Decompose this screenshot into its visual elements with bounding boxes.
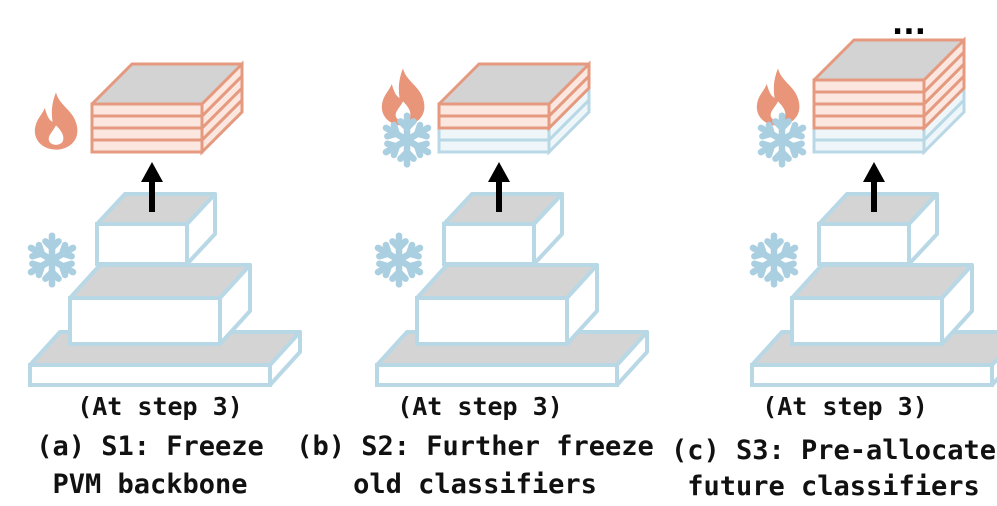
pyramid-middle-c xyxy=(790,263,974,346)
ellipsis-label: ... xyxy=(892,7,926,42)
backbone-pyramid-b xyxy=(375,192,649,387)
flame-icon xyxy=(381,68,425,126)
backbone-pyramid-a xyxy=(28,192,302,387)
step-label-a: (At step 3) xyxy=(77,392,243,421)
panel-c: ... xyxy=(750,7,997,387)
snowflake-icon xyxy=(386,116,428,165)
pyramid-middle-c-front xyxy=(790,296,944,346)
arrow-head-b xyxy=(488,162,510,182)
pyramid-top-a-front xyxy=(95,222,189,266)
head-layer-frozen xyxy=(812,138,926,154)
pyramid-middle-b xyxy=(415,263,599,346)
pyramid-top-b xyxy=(442,192,564,266)
caption-b-line1: (b) S2: Further freeze xyxy=(296,431,654,462)
pyramid-top-b-front xyxy=(442,222,536,266)
head-layer-trainable xyxy=(437,102,551,118)
head-layer-trainable xyxy=(812,102,926,118)
pyramid-top-c xyxy=(817,192,939,266)
arrow-head-c xyxy=(863,162,885,182)
caption-a-line2: PVM backbone xyxy=(52,469,248,500)
caption-b-line2: old classifiers xyxy=(353,469,597,500)
pyramid-base-b-front xyxy=(375,363,619,387)
head-top-c xyxy=(812,38,966,82)
head-top-b xyxy=(437,62,591,106)
pyramid-middle-a-front xyxy=(68,296,222,346)
snowflake-icon xyxy=(378,236,420,285)
snowflake-icon xyxy=(31,236,73,285)
classifier-head-c xyxy=(812,36,966,156)
head-layer-frozen xyxy=(812,126,926,142)
head-top-a xyxy=(90,62,244,106)
head-layer-frozen xyxy=(437,138,551,154)
pyramid-top-c-front xyxy=(817,222,911,266)
head-layer-trainable xyxy=(437,114,551,130)
head-layer-trainable xyxy=(812,78,926,94)
head-layer-trainable xyxy=(812,90,926,106)
head-layer-frozen xyxy=(437,126,551,142)
panel-a xyxy=(28,60,302,387)
step-label-c: (At step 3) xyxy=(762,392,928,421)
step-label-b: (At step 3) xyxy=(397,392,563,421)
pyramid-top-a xyxy=(95,192,217,266)
classifier-head-b xyxy=(437,60,591,156)
classifier-head-a xyxy=(90,60,244,156)
head-layer-trainable xyxy=(90,102,204,118)
pyramid-middle-a xyxy=(68,263,252,346)
caption-a-line1: (a) S1: Freeze xyxy=(36,431,264,462)
snowflake-icon xyxy=(761,116,803,165)
caption-c-line1: (c) S3: Pre-allocate xyxy=(670,435,997,466)
backbone-pyramid-c xyxy=(750,192,997,387)
snowflake-icon xyxy=(753,236,795,285)
pyramid-middle-b-front xyxy=(415,296,569,346)
caption-c-line2: future classifiers xyxy=(687,471,980,502)
head-layer-trainable xyxy=(90,114,204,130)
flame-icon xyxy=(756,68,800,126)
head-layer-trainable xyxy=(90,126,204,142)
head-layer-trainable xyxy=(90,138,204,154)
arrow-head-a xyxy=(141,162,163,182)
pyramid-base-c-front xyxy=(750,363,994,387)
flame-icon xyxy=(34,92,78,150)
panel-b xyxy=(375,60,649,387)
head-layer-trainable xyxy=(812,114,926,130)
pyramid-base-a-front xyxy=(28,363,272,387)
